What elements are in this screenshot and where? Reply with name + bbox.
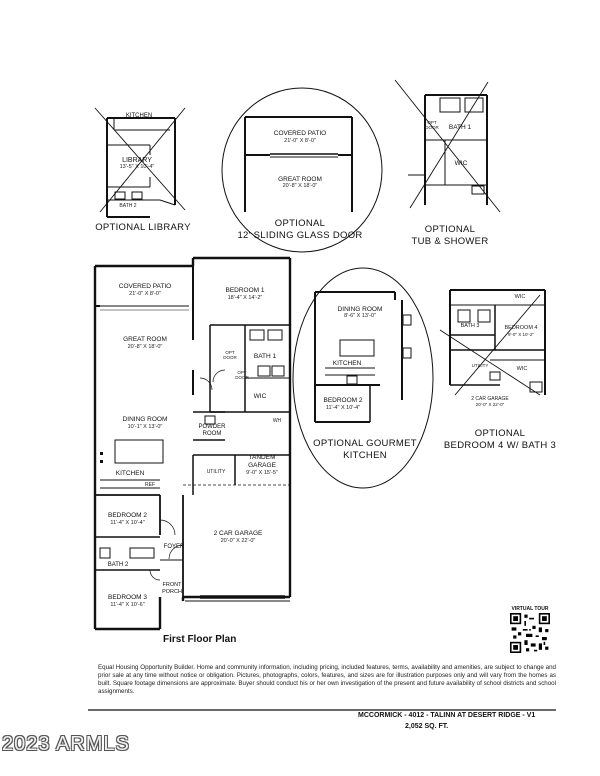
plan-title: MCCORMICK - 4012 - TALINN AT DESERT RIDG… <box>358 712 536 719</box>
gourmet-kitchen-label: KITCHEN <box>332 360 362 367</box>
sliding-great-dim: 20'-8" X 18'-0" <box>282 183 318 189</box>
optional-gourmet-drawing <box>292 267 434 489</box>
opt-door-label-2: OPT DOOR <box>235 370 249 380</box>
foyer-label: FOYER <box>163 544 185 550</box>
main-patio-dim: 21'-0" X 8'-0" <box>129 291 161 297</box>
disclaimer-text: Equal Housing Opportunity Builder. Home … <box>98 664 556 695</box>
optional-sliding-door-drawing <box>221 87 383 253</box>
two-car-garage-dim: 20'-0" X 22'-0" <box>220 538 256 544</box>
main-great-room-dim: 20'-8" X 18'-0" <box>127 344 163 350</box>
optional-library-drawing <box>94 107 186 218</box>
bath2-label: BATH 2 <box>107 562 129 568</box>
bedroom2-dim: 11'-4" X 10'-4" <box>110 520 145 526</box>
main-kitchen-label: KITCHEN <box>115 470 145 477</box>
sliding-title-line1: OPTIONAL <box>274 218 326 229</box>
bedroom1-dim: 18'-4" X 14'-2" <box>227 295 263 301</box>
tub-wic-label: WIC <box>454 160 468 167</box>
bed4-garage-dim: 20'-0" X 22'-0" <box>475 402 505 407</box>
bedroom3-label: BEDROOM 3 <box>107 594 147 601</box>
qr-code-icon[interactable] <box>510 613 550 653</box>
bed4-garage-label: 2 CAR GARAGE <box>471 396 509 402</box>
bed4-wic-label: WIC <box>514 294 526 300</box>
library-label: LIBRARY <box>122 157 152 164</box>
wh-label: WH <box>272 418 282 424</box>
sliding-patio-label: COVERED PATIO <box>273 130 327 137</box>
sliding-patio-dim: 21'-0" X 8'-0" <box>284 138 316 144</box>
tub-title-line2: TUB & SHOWER <box>411 236 489 247</box>
main-dining-dim: 10'-1" X 13'-0" <box>127 424 163 430</box>
tub-bath1-label: BATH 1 <box>448 124 472 131</box>
bedroom3-dim: 11'-4" X 10'-6" <box>110 602 145 608</box>
bath1-label: BATH 1 <box>253 353 277 360</box>
main-dining-label: DINING ROOM <box>122 416 168 423</box>
two-car-garage-label: 2 CAR GARAGE <box>213 530 263 537</box>
tub-title-line1: OPTIONAL <box>424 224 476 235</box>
bed4-utility-label: UTILITY <box>471 363 489 368</box>
bed4-title-line2: BEDROOM 4 W/ BATH 3 <box>443 440 557 451</box>
gourmet-title-line1: OPTIONAL GOURMET <box>313 438 417 449</box>
sliding-great-label: GREAT ROOM <box>278 176 322 183</box>
utility-label: UTILITY <box>206 469 226 475</box>
tandem-garage-dim: 9'-0" X 15'-5" <box>246 470 278 476</box>
gourmet-title-line2: KITCHEN <box>343 450 387 461</box>
tub-opt-door-label: OPT DOOR <box>425 120 439 130</box>
square-footage: 2,052 SQ. FT. <box>405 723 449 730</box>
optional-bed4-drawing <box>439 289 546 396</box>
first-floor-plan-label: First Floor Plan <box>163 634 237 645</box>
optional-library-title: OPTIONAL LIBRARY <box>95 222 191 233</box>
bed4-wic2-label: WIC <box>516 366 528 372</box>
main-great-room-label: GREAT ROOM <box>123 336 167 343</box>
bed4-bedroom4-dim: 9'-0" X 10'-2" <box>508 332 534 337</box>
bed4-bedroom4-label: BEDROOM 4 <box>504 325 538 331</box>
main-floor-plan-drawing <box>93 256 292 631</box>
library-bath2-label: BATH 2 <box>119 203 137 209</box>
bedroom1-label: BEDROOM 1 <box>225 287 265 294</box>
main-ref-label: REF <box>145 482 155 488</box>
front-porch-label: FRONT PORCH <box>162 582 182 595</box>
gourmet-dining-dim: 8'-6" X 13'-0" <box>344 313 376 319</box>
gourmet-bedroom2-dim: 11'-4" X 10'-4" <box>325 405 361 411</box>
library-kitchen-label: KITCHEN <box>125 113 153 119</box>
optional-tub-drawing <box>394 79 501 213</box>
virtual-tour-label: VIRTUAL TOUR <box>511 606 549 612</box>
powder-room-label: POWDER ROOM <box>198 424 226 437</box>
library-dim: 13'-5" X 10'-4" <box>119 164 155 170</box>
bed4-bath3-label: BATH 3 <box>460 323 480 329</box>
tandem-garage-label: TANDEM GARAGE <box>248 454 276 469</box>
main-patio-label: COVERED PATIO <box>118 283 172 290</box>
bed4-title-line1: OPTIONAL <box>474 428 526 439</box>
wic-label: WIC <box>253 393 267 400</box>
armls-watermark: 2023 ARMLS <box>2 733 130 755</box>
bedroom2-label: BEDROOM 2 <box>107 512 147 519</box>
gourmet-dining-label: DINING ROOM <box>337 306 383 313</box>
opt-door-label-1: OPT DOOR <box>223 350 237 360</box>
sliding-title-line2: 12' SLIDING GLASS DOOR <box>237 230 363 241</box>
gourmet-bedroom2-label: BEDROOM 2 <box>323 397 363 404</box>
